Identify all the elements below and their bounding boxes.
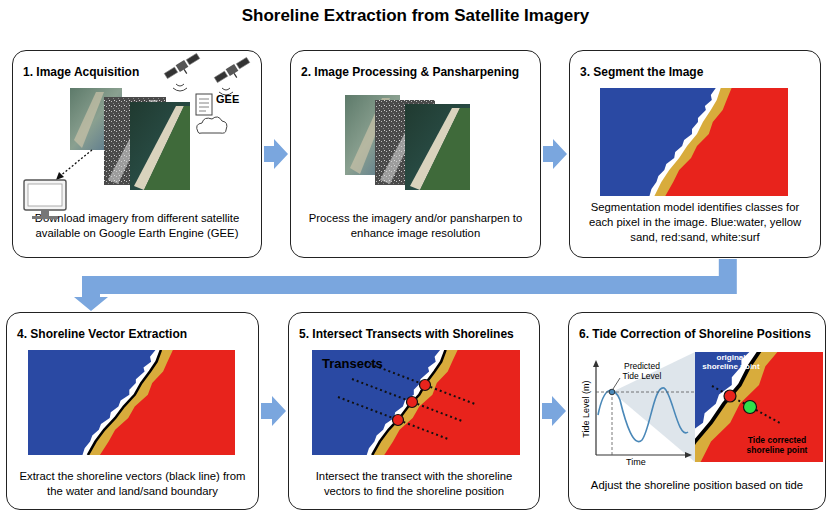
flow-arrow — [543, 139, 567, 169]
illustration-label: Tide Level (m) — [581, 369, 591, 449]
illustration-label: GEE — [216, 93, 250, 106]
step-heading: 6. Tide Correction of Shoreline Position… — [569, 313, 825, 341]
flow-arrow — [542, 396, 566, 426]
flow-arrow — [74, 259, 737, 311]
step-body-group: Intersect the transect with the shorelin… — [289, 469, 539, 499]
step-heading: 2. Image Processing & Pansharpening — [291, 51, 540, 79]
step-body-group: Adjust the shoreline position based on t… — [569, 478, 825, 493]
step-box: 5. Intersect Transects with ShorelinesIn… — [288, 312, 540, 510]
step-body-group: Extract the shoreline vectors (black lin… — [7, 469, 258, 499]
step-description: Extract the shoreline vectors (black lin… — [7, 469, 258, 499]
step-heading: 1. Image Acquisition — [13, 51, 261, 79]
step-description: Process the imagery and/or pansharpen to… — [291, 211, 540, 241]
step-description: Segmentation model identifies classes fo… — [570, 200, 820, 245]
step-box: 1. Image AcquisitionDownload imagery fro… — [12, 50, 262, 258]
diagram-title: Shoreline Extraction from Satellite Imag… — [0, 6, 831, 26]
step-body-group: Process the imagery and/or pansharpen to… — [291, 211, 540, 241]
illustration-label: Time — [626, 457, 656, 467]
step-heading: 4. Shoreline Vector Extraction — [7, 313, 258, 341]
step-box: 3. Segment the ImageSegmentation model i… — [569, 50, 821, 258]
illustration-label: original shoreline point — [698, 353, 764, 371]
flow-arrow — [264, 139, 288, 169]
step-description: Adjust the shoreline position based on t… — [569, 478, 825, 493]
illustration-label: Predicted Tide Level — [618, 362, 666, 382]
step-box: 4. Shoreline Vector ExtractionExtract th… — [6, 312, 259, 510]
step-heading: 5. Intersect Transects with Shorelines — [289, 313, 539, 341]
illustration-label: Transects — [322, 357, 402, 372]
step-description: Intersect the transect with the shorelin… — [289, 469, 539, 499]
step-heading: 3. Segment the Image — [570, 51, 820, 79]
step-box: 2. Image Processing & PansharpeningProce… — [290, 50, 541, 258]
step-body-group: Segmentation model identifies classes fo… — [570, 200, 820, 245]
step-description: Download imagery from different satellit… — [13, 211, 261, 241]
step-body-group: Download imagery from different satellit… — [13, 211, 261, 241]
illustration-label: Tide corrected shoreline point — [730, 436, 824, 456]
flow-arrow — [261, 396, 286, 426]
step-box: 6. Tide Correction of Shoreline Position… — [568, 312, 826, 510]
